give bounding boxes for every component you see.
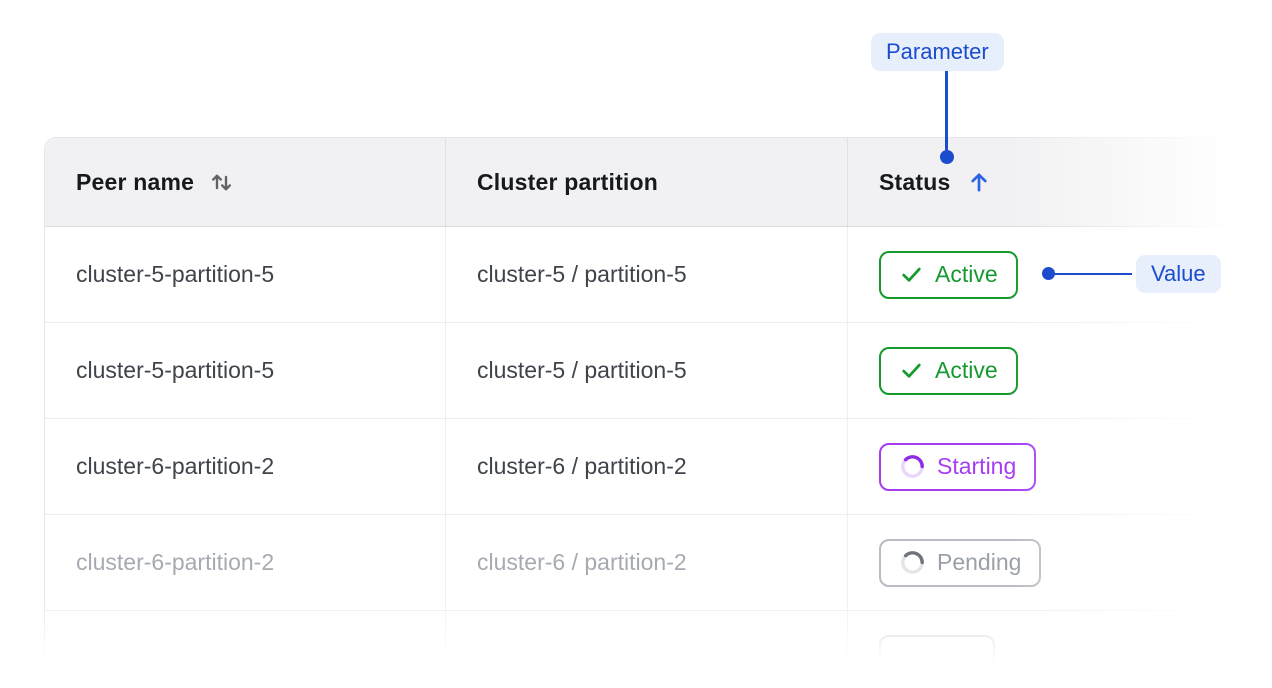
check-icon [902, 267, 921, 282]
cell-peer-name: cluster-5-partition-5 [45, 323, 446, 418]
sort-icon[interactable] [208, 169, 235, 196]
column-header-label: Peer name [76, 168, 195, 195]
status-badge-label: Active [935, 357, 998, 383]
value-callout-line [1053, 272, 1132, 275]
column-header-label: Cluster partition [477, 168, 659, 195]
bottom-fade-overlay [0, 596, 1272, 688]
column-header-label: Status [879, 168, 951, 195]
cell-cluster-partition: cluster-6 / partition-2 [446, 419, 848, 514]
check-icon [902, 363, 921, 378]
cell-cluster-partition: cluster-6 / partition-2 [446, 515, 848, 610]
status-badge: Active [879, 346, 1018, 395]
right-fade-overlay [1010, 130, 1272, 688]
value-callout-dot [1042, 267, 1055, 280]
column-header-cluster-partition[interactable]: Cluster partition [446, 138, 848, 226]
cell-status: Active [848, 323, 1272, 418]
cell-peer-name: cluster-5-partition-5 [45, 227, 446, 322]
value-callout-pill: Value [1136, 255, 1221, 293]
spinner-icon [901, 455, 924, 478]
status-badge-label: Starting [937, 453, 1017, 479]
sort-asc-icon[interactable] [965, 168, 993, 196]
parameter-callout-pill: Parameter [871, 33, 1004, 71]
parameter-callout-line [945, 71, 948, 150]
cell-peer-name: cluster-6-partition-2 [45, 419, 446, 514]
cell-status: Active [848, 227, 1272, 322]
status-badge-label: Active [935, 261, 998, 287]
status-badge: Active [879, 250, 1018, 299]
status-badge-label: Pending [937, 549, 1022, 575]
cell-cluster-partition: cluster-5 / partition-5 [446, 227, 848, 322]
parameter-callout-dot [940, 150, 954, 164]
cell-peer-name: cluster-6-partition-2 [45, 515, 446, 610]
cell-cluster-partition: cluster-5 / partition-5 [446, 323, 848, 418]
spinner-icon [901, 551, 924, 574]
column-header-peer-name[interactable]: Peer name [45, 138, 446, 226]
column-header-status[interactable]: Status [848, 138, 1272, 226]
